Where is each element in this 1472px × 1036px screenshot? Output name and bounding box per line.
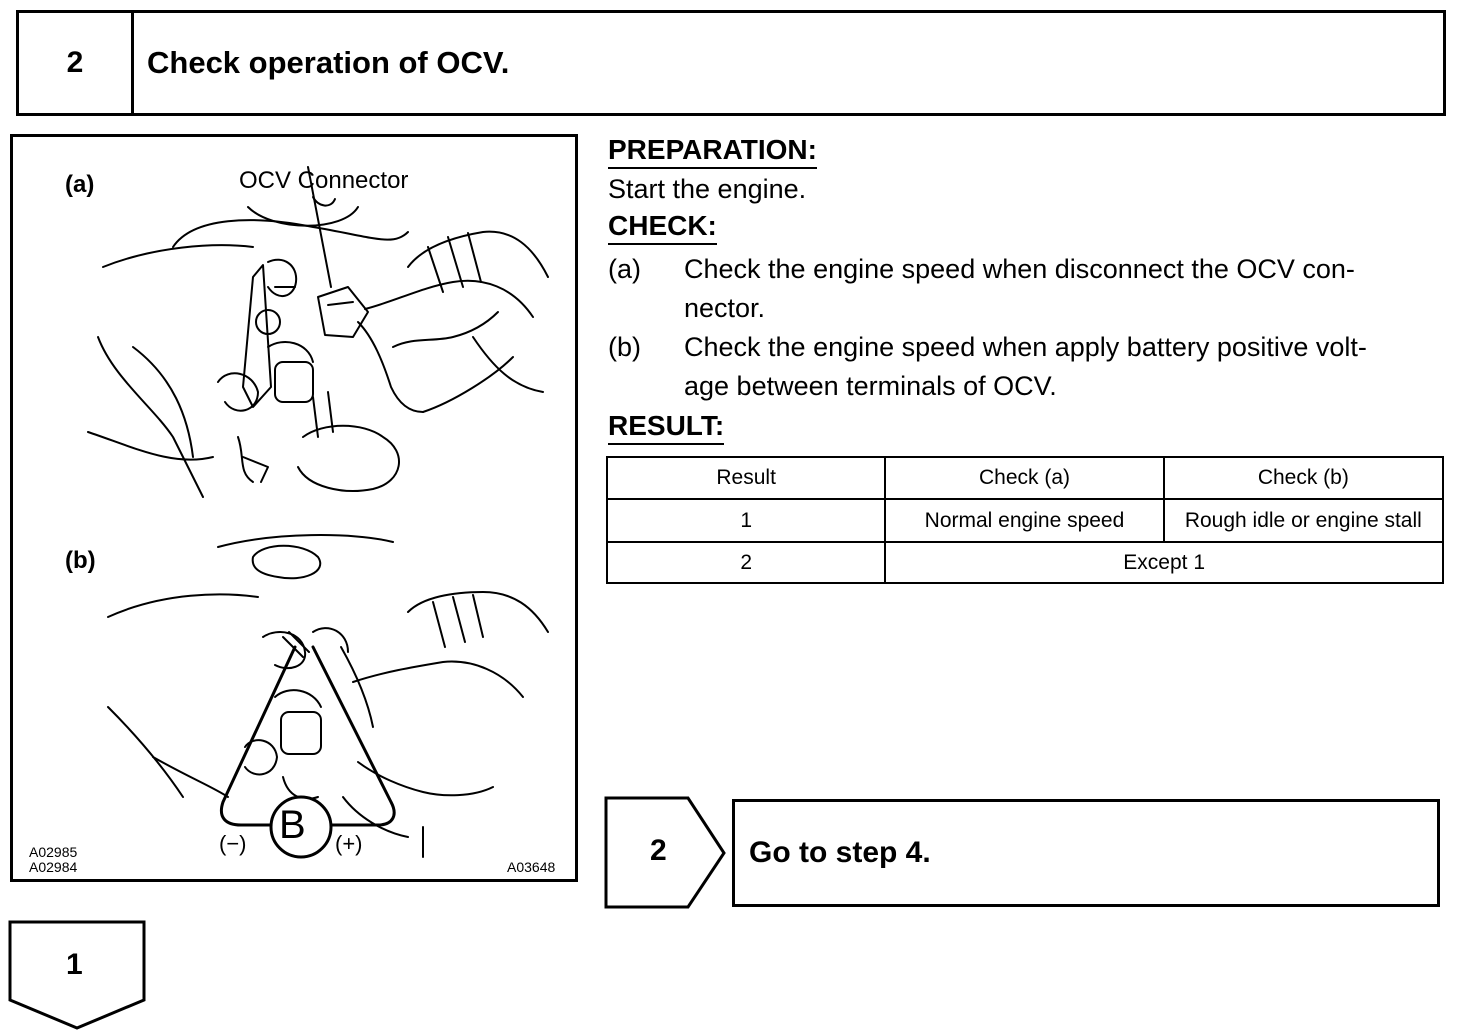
check-item-b-line2: age between terminals of OCV. bbox=[684, 371, 1057, 401]
engine-drawing-b bbox=[107, 534, 549, 859]
check-item-b-line1: Check the engine speed when apply batter… bbox=[684, 332, 1367, 362]
check-item-b-key: (b) bbox=[608, 332, 641, 362]
plus-terminal-label: (+) bbox=[335, 831, 363, 856]
table-row: 2 Except 1 bbox=[605, 541, 1444, 584]
table-header-cell: Result bbox=[605, 456, 887, 500]
check-heading: CHECK: bbox=[608, 210, 717, 245]
goto-result-number: 2 bbox=[650, 834, 667, 867]
check-item-b-text: Check the engine speed when apply batter… bbox=[684, 328, 1444, 406]
figure-code-left-1: A02985 bbox=[29, 844, 78, 860]
table-header-cell: Check (a) bbox=[884, 456, 1165, 500]
goto-step-text: Go to step 4. bbox=[749, 836, 931, 869]
engine-illustration bbox=[87, 166, 549, 859]
table-cell: Normal engine speed bbox=[884, 498, 1165, 543]
preparation-text: Start the engine. bbox=[608, 174, 807, 204]
result-arrow-1 bbox=[8, 920, 146, 1030]
result-heading: RESULT: bbox=[608, 410, 725, 445]
check-item-a-key: (a) bbox=[608, 254, 641, 284]
table-cell: 2 bbox=[605, 541, 887, 584]
label-b: (b) bbox=[65, 547, 96, 574]
table-header-cell: Check (b) bbox=[1162, 456, 1445, 500]
illustration-panel: (a) OCV Connector (b) B (−) (+) A02985 A… bbox=[10, 134, 578, 882]
result-arrow-2 bbox=[604, 796, 726, 909]
step-number: 2 bbox=[19, 13, 134, 113]
preparation-heading: PREPARATION: bbox=[608, 134, 817, 169]
figure-code-right: A03648 bbox=[507, 859, 556, 875]
table-cell: Except 1 bbox=[884, 541, 1444, 584]
table-row: 1 Normal engine speed Rough idle or engi… bbox=[605, 498, 1445, 543]
label-a: (a) bbox=[65, 171, 95, 198]
next-result-number: 1 bbox=[66, 948, 83, 981]
check-item-a-line1: Check the engine speed when disconnect t… bbox=[684, 254, 1355, 284]
step-title: Check operation of OCV. bbox=[147, 45, 510, 80]
result-table: Result Check (a) Check (b) 1 Normal engi… bbox=[605, 456, 1445, 584]
check-item-a-line2: nector. bbox=[684, 293, 766, 323]
goto-step-box: Go to step 4. bbox=[732, 799, 1440, 907]
minus-terminal-label: (−) bbox=[219, 831, 247, 856]
engine-drawing-a bbox=[87, 166, 549, 498]
battery-symbol: B bbox=[279, 803, 306, 847]
ocv-connector-label: OCV Connector bbox=[239, 167, 409, 194]
table-header-row: Result Check (a) Check (b) bbox=[605, 456, 1445, 500]
check-item-a-text: Check the engine speed when disconnect t… bbox=[684, 250, 1444, 328]
table-cell: Rough idle or engine stall bbox=[1162, 498, 1445, 543]
figure-code-left-2: A02984 bbox=[29, 859, 78, 875]
table-cell: 1 bbox=[605, 498, 887, 543]
step-header: 2 Check operation of OCV. bbox=[16, 10, 1446, 116]
